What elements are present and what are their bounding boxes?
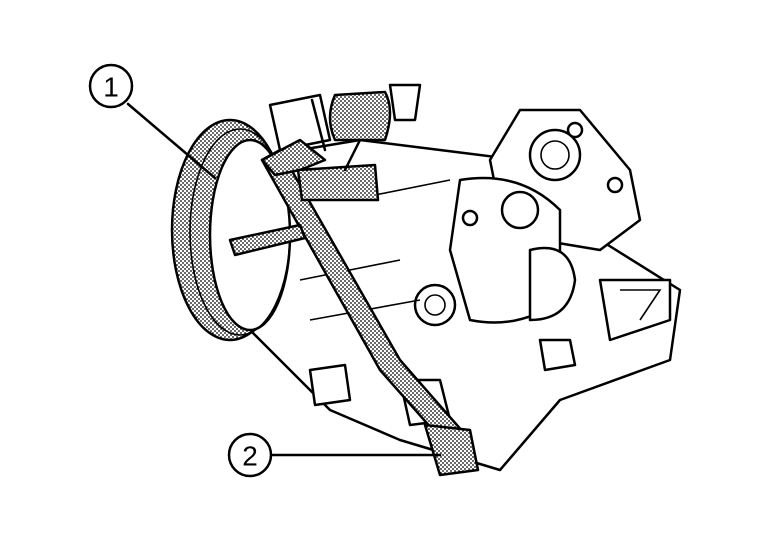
callout-2: 2: [227, 432, 442, 478]
connector-middle: [296, 163, 380, 202]
connector-lower: [423, 423, 480, 477]
connector-upper: [328, 90, 392, 142]
compressor-body: [228, 83, 682, 472]
leader-line-1: [126, 102, 217, 180]
callout-circle-2: [227, 432, 273, 478]
callout-number-2: 2: [242, 441, 258, 472]
wiring-harness: [228, 90, 480, 477]
callout-1: 1: [88, 63, 217, 180]
callout-circle-1: [88, 63, 134, 109]
callout-number-1: 1: [103, 72, 119, 103]
